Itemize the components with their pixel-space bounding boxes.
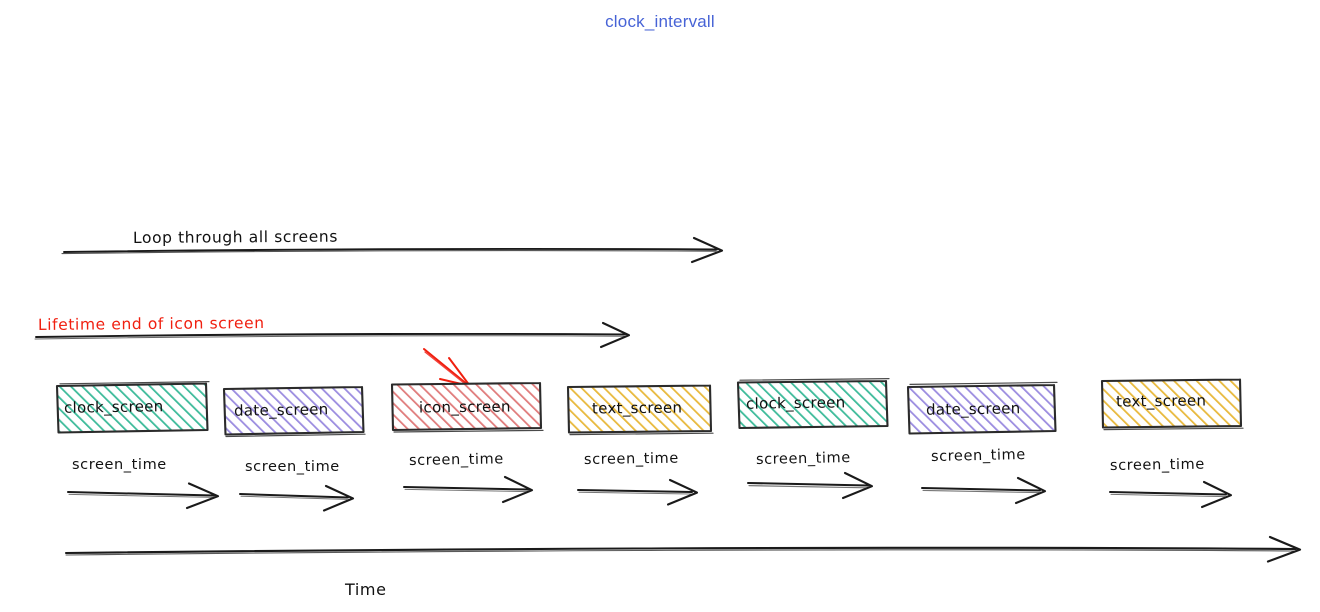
lifetime-arrow bbox=[34, 321, 631, 349]
screen-time-label-2: screen_time bbox=[245, 459, 340, 475]
page-title: clock_intervall bbox=[605, 12, 715, 31]
screen-time-arrow-3 bbox=[403, 475, 534, 504]
screen-box-date-2 bbox=[906, 381, 1058, 435]
screen-box-label-clock-2: clock_screen bbox=[745, 393, 846, 413]
screen-time-arrow-5 bbox=[747, 471, 874, 500]
screen-box-text-1 bbox=[566, 384, 714, 436]
screen-time-label-1: screen_time bbox=[72, 457, 167, 473]
time-axis-label: Time bbox=[345, 580, 387, 599]
screen-boxes bbox=[55, 378, 1244, 438]
screen-time-label-5: screen_time bbox=[755, 450, 851, 468]
screen-box-clock-2 bbox=[736, 378, 890, 430]
screen-box-clock-1 bbox=[55, 381, 210, 434]
screen-time-arrow-7 bbox=[1109, 480, 1233, 509]
screen-box-label-text-2: text_screen bbox=[1115, 391, 1207, 411]
loop-annotation-label: Loop through all screens bbox=[132, 227, 339, 247]
loop-arrow bbox=[61, 236, 724, 264]
screen-box-label-clock-1: clock_screen bbox=[63, 397, 164, 417]
screen-time-arrow-6 bbox=[921, 476, 1047, 505]
screen-time-label-3: screen_time bbox=[408, 451, 504, 469]
screen-time-label-6: screen_time bbox=[930, 447, 1026, 465]
screen-time-arrow-2 bbox=[239, 484, 355, 512]
screen-time-arrows bbox=[67, 471, 1233, 512]
screen-box-label-icon-1: icon_screen bbox=[418, 397, 511, 417]
screen-box-label-date-1: date_screen bbox=[233, 400, 329, 420]
screen-time-label-7: screen_time bbox=[1109, 456, 1205, 474]
screen-time-label-4: screen_time bbox=[583, 450, 679, 468]
screen-box-label-text-1: text_screen bbox=[591, 398, 683, 418]
time-axis-arrow bbox=[64, 535, 1302, 563]
screen-box-text-2 bbox=[1100, 378, 1244, 431]
screen-time-arrow-1 bbox=[67, 482, 220, 510]
screen-time-arrow-4 bbox=[577, 478, 699, 506]
screen-box-label-date-2: date_screen bbox=[925, 399, 1021, 419]
screen-box-date-1 bbox=[222, 385, 366, 438]
screen-box-icon-1 bbox=[390, 381, 544, 433]
icon-screen-pointer-arrow bbox=[423, 348, 471, 388]
lifetime-annotation-label: Lifetime end of icon screen bbox=[37, 314, 265, 334]
